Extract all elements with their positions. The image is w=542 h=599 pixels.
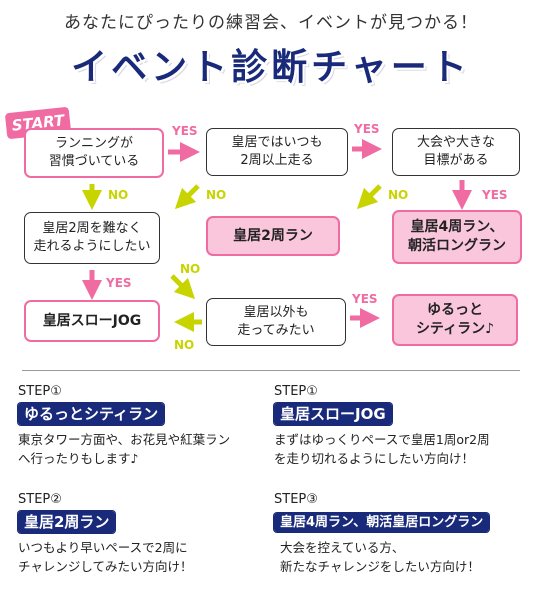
arrow-q3-2lap (356, 184, 382, 210)
question-outside-palace: 皇居以外も 走ってみたい (206, 298, 346, 346)
step-title: 皇居4周ラン、朝活皇居ロングラン (274, 513, 490, 532)
step-title: ゆるっとシティラン (18, 403, 165, 425)
step-city-run: STEP① ゆるっとシティラン 東京タワー方面や、お花見や紅葉ラン へ行ったりも… (18, 384, 268, 469)
result-two-lap-run: 皇居2周ラン (206, 216, 340, 256)
step-description: 大会を控えている方、 新たなチャレンジをしたい方向け！ (280, 540, 480, 575)
arrow-q4-q5 (170, 274, 196, 300)
step-description: まずはゆっくりペースで皇居1周or2周 を走り切れるようにしたい方向け！ (274, 432, 490, 467)
flow-arrows (82, 139, 472, 332)
section-divider (22, 370, 520, 371)
subtitle: あなたにぴったりの練習会、イベントが見つかる！ (64, 13, 478, 33)
result-four-lap-run: 皇居4周ラン、 朝活ロングラン (392, 210, 522, 264)
yes-label: YES (172, 124, 198, 138)
step-number: STEP③ (274, 492, 318, 507)
question-two-laps-easily: 皇居2周を難なく 走れるようにしたい (24, 212, 160, 264)
step-description: いつもより早いペースで2周に チャレンジしてみたい方向け！ (18, 540, 193, 575)
step-title: 皇居2周ラン (18, 511, 116, 533)
result-city-run: ゆるっと シティラン♪ (392, 294, 518, 346)
step-title: 皇居スローJOG (274, 403, 392, 425)
result-slow-jog: 皇居スローJOG (24, 300, 160, 342)
step-slow-jog: STEP① 皇居スローJOG まずはゆっくりペースで皇居1周or2周 を走り切れ… (274, 384, 536, 469)
yes-label: YES (482, 188, 508, 202)
step-four-lap: STEP③ 皇居4周ラン、朝活皇居ロングラン 大会を控えている方、 新たなチャレ… (274, 492, 538, 577)
no-label: NO (388, 188, 409, 202)
chart-title: イベント診断チャート (71, 47, 471, 88)
step-description: 東京タワー方面や、お花見や紅葉ラン へ行ったりもします♪ (18, 432, 231, 467)
question-goal: 大会や大きな 目標がある (392, 128, 520, 176)
step-two-lap: STEP② 皇居2周ラン いつもより早いペースで2周に チャレンジしてみたい方向… (18, 492, 268, 577)
question-two-laps: 皇居ではいつも 2周以上走る (206, 128, 348, 176)
no-label: NO (180, 262, 201, 276)
arrow-q2-2lap (174, 184, 200, 210)
question-habit: ランニングが 習慣づいている (24, 128, 164, 178)
step-number: STEP② (18, 492, 62, 507)
yes-label: YES (354, 122, 380, 136)
yes-label: YES (106, 276, 132, 290)
no-label: NO (206, 188, 227, 202)
step-number: STEP① (274, 384, 318, 399)
no-label: NO (174, 338, 195, 352)
no-label: NO (108, 188, 129, 202)
step-number: STEP① (18, 384, 62, 399)
yes-label: YES (352, 292, 378, 306)
